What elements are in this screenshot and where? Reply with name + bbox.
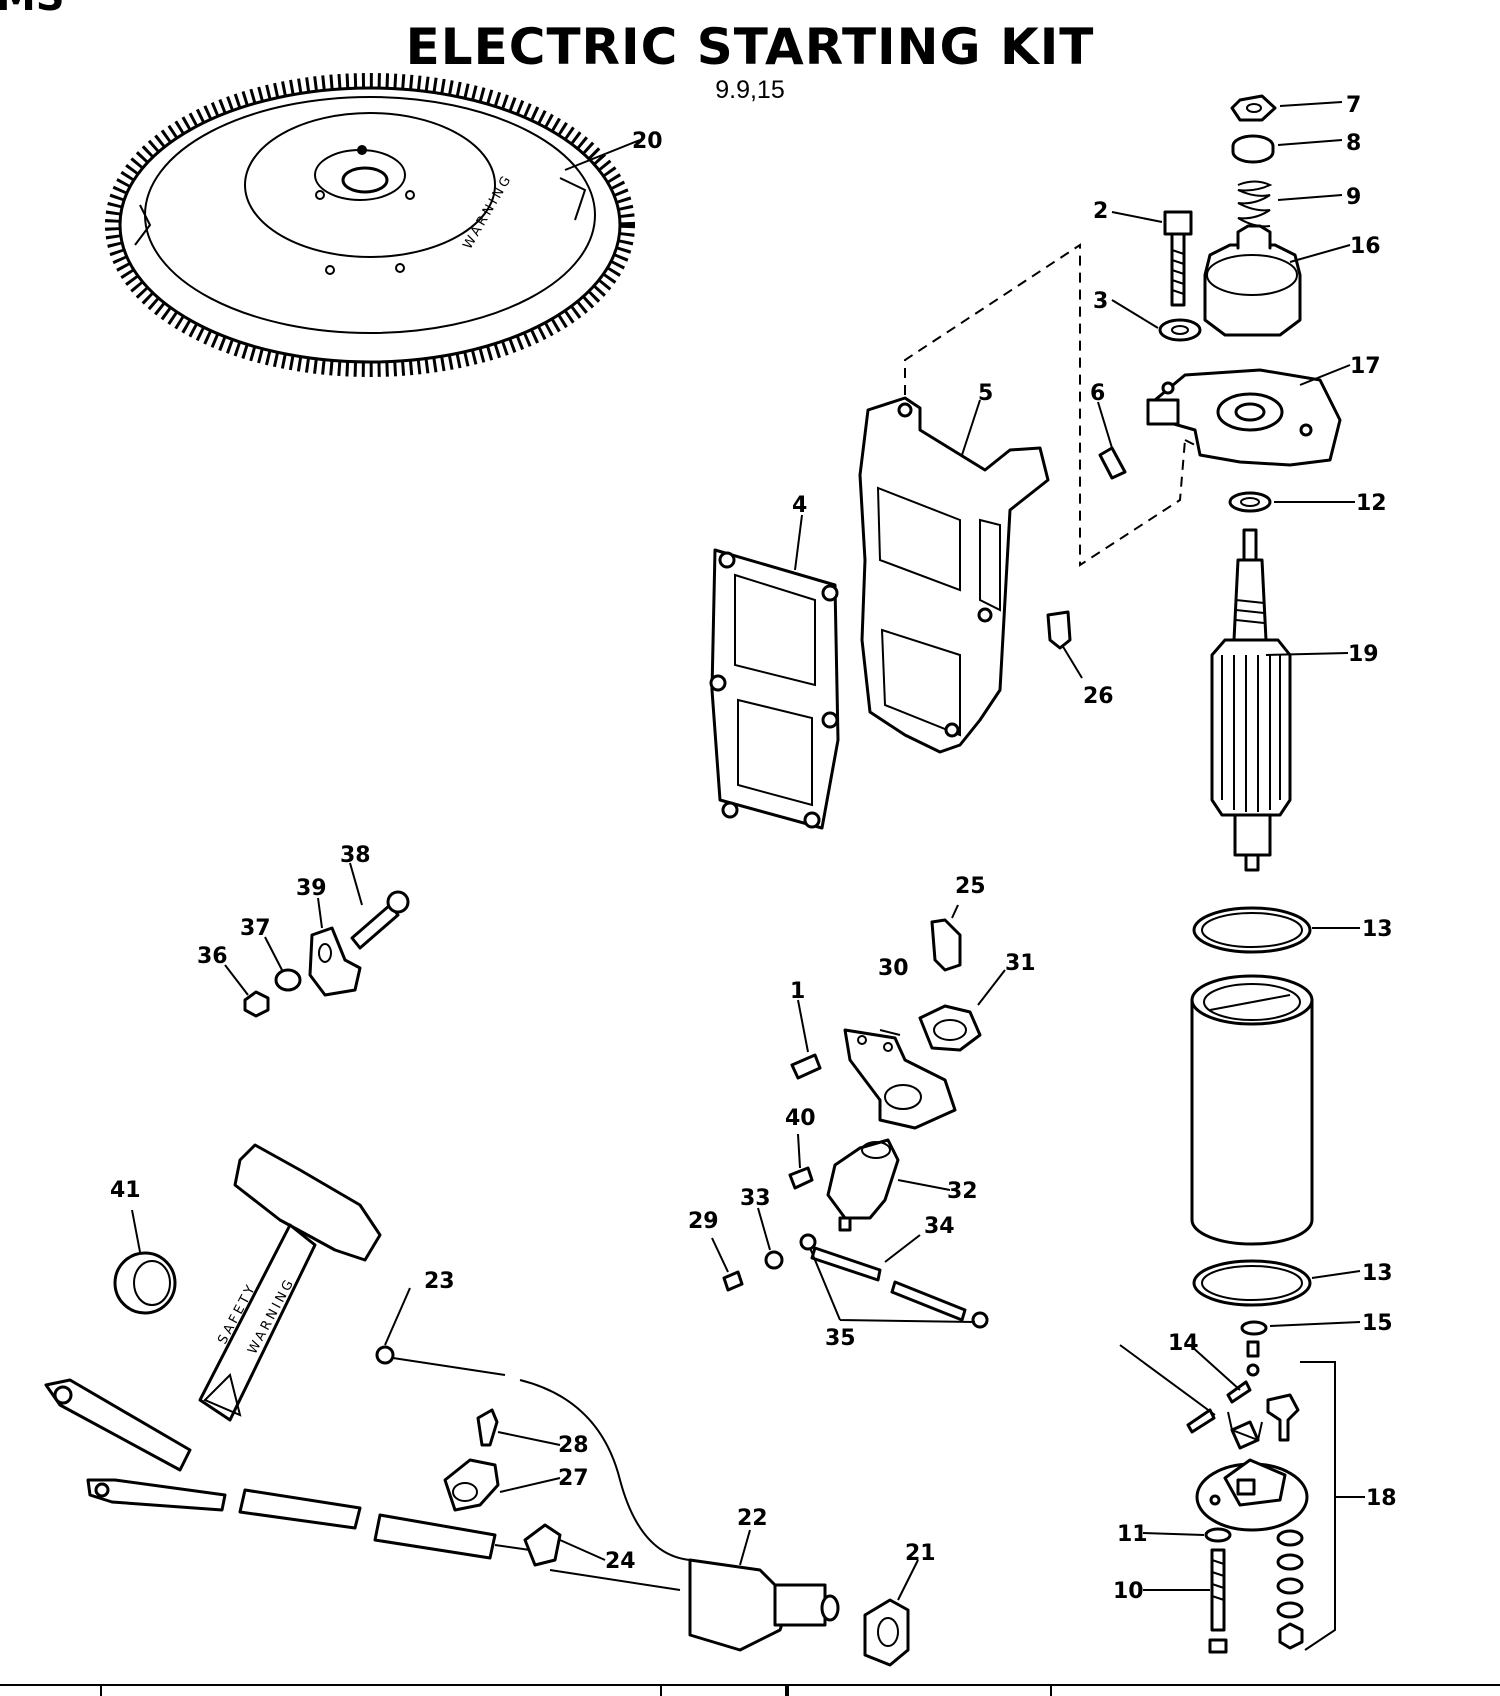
callout-20: 20 [632, 129, 663, 154]
part-38-screw [350, 890, 410, 950]
callout-5: 5 [978, 381, 993, 406]
bottom-table-divider [1050, 1684, 1052, 1696]
callout-33: 33 [740, 1186, 771, 1211]
callout-41: 41 [110, 1178, 141, 1203]
callout-4: 4 [792, 493, 807, 518]
part-29-screw [722, 1270, 744, 1292]
part-27-clamp [443, 1458, 500, 1512]
callout-27: 27 [558, 1466, 589, 1491]
callout-6: 6 [1090, 381, 1105, 406]
part-17-drive-end-cap [1146, 368, 1342, 467]
bottom-table-rule [0, 1684, 1500, 1686]
part-1-screw [790, 1053, 822, 1080]
leader-lines [131, 101, 1365, 1601]
part-5-mounting-bracket [858, 396, 1050, 754]
callout-17: 17 [1350, 354, 1381, 379]
callout-9: 9 [1346, 185, 1361, 210]
callout-3: 3 [1093, 289, 1108, 314]
part-19-armature [1210, 528, 1292, 872]
part-31-nut [918, 1004, 982, 1052]
callout-34: 34 [924, 1214, 955, 1239]
callout-30: 30 [878, 956, 909, 981]
callout-31: 31 [1005, 951, 1036, 976]
part-12-washer [1228, 491, 1272, 513]
part-39-clamp [308, 926, 362, 997]
callout-7: 7 [1346, 93, 1361, 118]
part-11-washer [1204, 1527, 1232, 1543]
part-21-nut [863, 1598, 910, 1667]
bottom-table-divider [100, 1684, 102, 1696]
part-18-brush-end-plate [1195, 1340, 1336, 1651]
part-23-lead [375, 1345, 691, 1561]
part-20-flywheel: WARNING [105, 73, 635, 377]
callout-40: 40 [785, 1106, 816, 1131]
callout-39: 39 [296, 876, 327, 901]
callout-29: 29 [688, 1209, 719, 1234]
part-13-o-ring-upper [1192, 906, 1312, 954]
part-3-washer [1158, 318, 1202, 342]
part-32-switch [826, 1138, 900, 1232]
callout-16: 16 [1350, 234, 1381, 259]
bottom-table-divider [785, 1684, 789, 1696]
part-30-bracket [843, 1028, 957, 1130]
callout-15: 15 [1362, 1311, 1393, 1336]
part-26-clip [1046, 610, 1072, 650]
part-2-bolt [1163, 210, 1193, 307]
part-13-o-ring-lower [1192, 1259, 1312, 1307]
callout-38: 38 [340, 843, 371, 868]
callout-13-upper: 13 [1362, 917, 1393, 942]
callout-32: 32 [947, 1179, 978, 1204]
part-14-brush-springs [1186, 1380, 1252, 1434]
part-28-screw [476, 1408, 499, 1447]
callout-12: 12 [1356, 491, 1387, 516]
part-7-nut [1230, 94, 1277, 122]
callout-25: 25 [955, 874, 986, 899]
callout-13-lower: 13 [1362, 1261, 1393, 1286]
callout-28: 28 [558, 1433, 589, 1458]
part-40-screw [788, 1166, 814, 1190]
callout-35: 35 [825, 1326, 856, 1351]
callout-14: 14 [1168, 1331, 1199, 1356]
part-9-spring [1237, 180, 1273, 228]
part-15-ring [1240, 1320, 1268, 1336]
callout-1: 1 [790, 979, 805, 1004]
part-8-spacer [1231, 134, 1275, 164]
corner-fragment: MS [0, 0, 65, 20]
callout-36: 36 [197, 944, 228, 969]
part-37-lockwasher [274, 968, 302, 992]
bottom-table-divider [660, 1684, 662, 1696]
part-25-terminal [930, 918, 962, 972]
callout-24: 24 [605, 1549, 636, 1574]
callout-21: 21 [905, 1541, 936, 1566]
callout-37: 37 [240, 916, 271, 941]
callout-23: 23 [424, 1269, 455, 1294]
part-36-nut [243, 990, 270, 1018]
part-41-grommet [113, 1251, 177, 1315]
page-title: ELECTRIC STARTING KIT [405, 18, 1095, 76]
assembly-dashed-lines [904, 243, 1196, 567]
part-10-thru-bolt [1208, 1548, 1228, 1654]
page-subtitle: 9.9,15 [715, 76, 785, 104]
part-4-gasket [709, 548, 840, 830]
callout-18: 18 [1366, 1486, 1397, 1511]
part-24-fitting [523, 1523, 562, 1567]
part-33-lockwasher [764, 1250, 784, 1270]
starter-frame-housing [1190, 974, 1314, 1246]
part-6-pin [1098, 446, 1127, 480]
callout-8: 8 [1346, 131, 1361, 156]
callout-11: 11 [1117, 1522, 1148, 1547]
part-16-pinion-drive [1203, 224, 1302, 337]
callout-22: 22 [737, 1506, 768, 1531]
callout-26: 26 [1083, 684, 1114, 709]
callout-19: 19 [1348, 642, 1379, 667]
callout-10: 10 [1113, 1579, 1144, 1604]
part-22-solenoid [549, 1558, 840, 1652]
part-34-lead [799, 1233, 989, 1329]
callout-numbers: 20 2 3 4 5 6 7 8 9 16 17 12 19 13 13 15 … [110, 93, 1397, 1604]
callout-2: 2 [1093, 199, 1108, 224]
